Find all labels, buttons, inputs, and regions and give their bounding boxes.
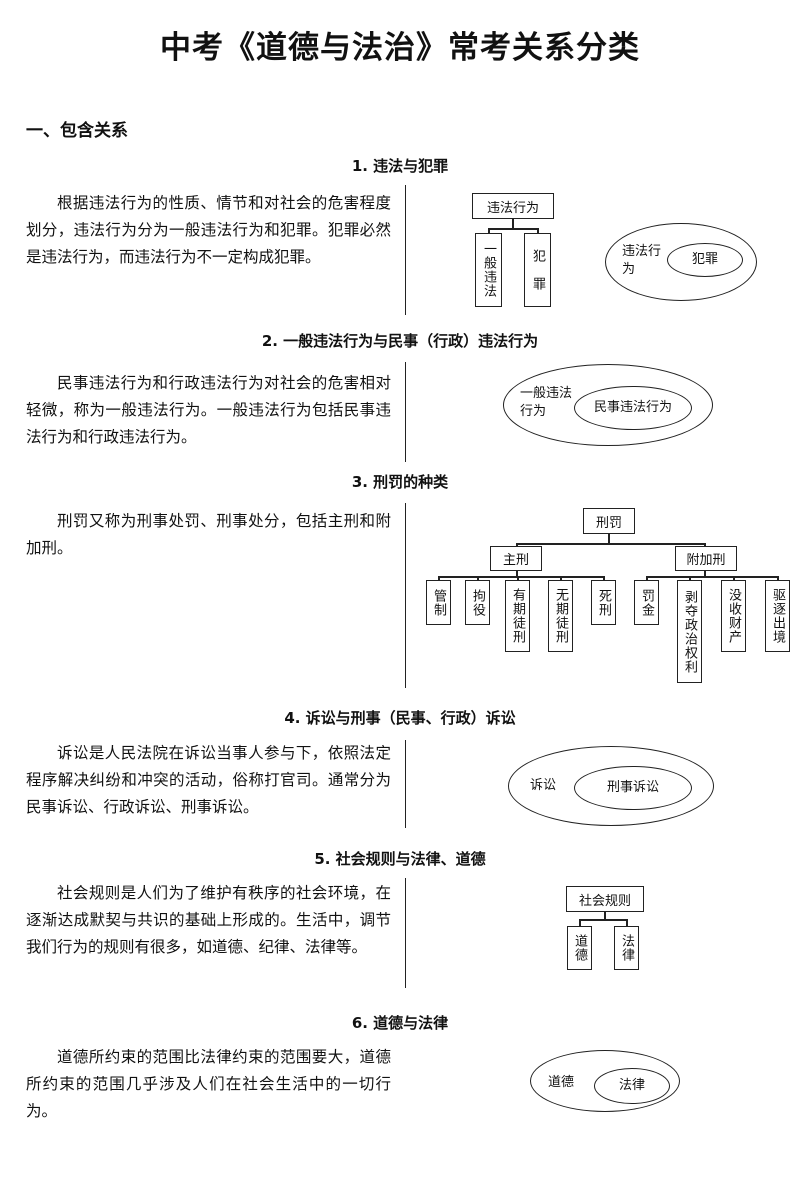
connector [516, 571, 518, 577]
penalty-item-box: 没收财产 [721, 580, 746, 652]
penalty-item-box: 驱逐出境 [765, 580, 790, 652]
tree-child-box: 犯 罪 [524, 233, 551, 307]
connector [604, 912, 606, 920]
section-heading-5: 5. 社会规则与法律、道德 [314, 850, 486, 868]
section-text-2: 民事违法行为和行政违法行为对社会的危害相对轻微，称为一般违法行为。一般违法行为包… [26, 374, 391, 446]
connector [512, 219, 514, 229]
tree-child-box: 一般违法 [475, 233, 502, 307]
section-heading-3: 3. 刑罚的种类 [351, 473, 449, 491]
connector [579, 919, 581, 927]
outer-label: 违法行为 [622, 244, 662, 277]
outer-ellipse [530, 1050, 680, 1112]
outer-label: 诉讼 [530, 778, 557, 793]
connector [689, 576, 691, 581]
outer-label: 一般违法行为 [520, 386, 573, 419]
connector [646, 576, 648, 581]
connector [477, 576, 479, 581]
outer-ellipse [508, 746, 714, 826]
section-text-3: 刑罚又称为刑事处罚、刑事处分，包括主刑和附加刑。 [26, 512, 391, 557]
connector [608, 534, 610, 544]
penalty-item-box: 无期徒刑 [548, 580, 573, 652]
tree-root-box: 社会规则 [566, 886, 644, 912]
outer-label: 道德 [548, 1075, 575, 1090]
connector [517, 576, 519, 581]
section-text-1: 根据违法行为的性质、情节和对社会的危害程度划分，违法行为分为一般违法行为和犯罪。… [26, 194, 391, 266]
outer-ellipse [503, 364, 713, 446]
connector [488, 228, 490, 234]
penalty-item-box: 拘役 [465, 580, 490, 625]
inner-label: 犯罪 [691, 252, 718, 267]
inner-ellipse [574, 766, 692, 810]
penalty-item-box: 剥夺政治权利 [677, 580, 702, 683]
section-text-5: 社会规则是人们为了维护有秩序的社会环境，在逐渐达成默契与共识的基础上形成的。生活… [26, 884, 391, 956]
inner-ellipse [667, 243, 743, 277]
connector [646, 576, 778, 578]
inner-label: 法律 [618, 1078, 645, 1093]
connector [777, 576, 779, 581]
tree-child-box: 道德 [567, 926, 592, 970]
tree-root-box: 违法行为 [472, 193, 554, 219]
connector [626, 919, 628, 927]
inner-label: 民事违法行为 [593, 400, 672, 415]
divider-2 [405, 362, 406, 462]
connector [579, 919, 627, 921]
extra-penalty-box: 附加刑 [675, 546, 737, 571]
connector [516, 543, 705, 545]
section-heading-1: 1. 违法与犯罪 [351, 157, 449, 175]
divider-5 [405, 878, 406, 988]
divider-1 [405, 185, 406, 315]
connector [704, 571, 706, 577]
outer-ellipse [605, 223, 757, 301]
connector [603, 576, 605, 581]
divider-3 [405, 503, 406, 688]
penalty-item-box: 有期徒刑 [505, 580, 530, 652]
part-heading: 一、包含关系 [26, 121, 128, 141]
penalty-item-box: 死刑 [591, 580, 616, 625]
connector [560, 576, 562, 581]
inner-ellipse [594, 1068, 670, 1104]
connector [704, 543, 706, 547]
section-text-6: 道德所约束的范围比法律约束的范围要大，道德所约束的范围几乎涉及人们在社会生活中的… [26, 1048, 391, 1120]
connector [537, 228, 539, 234]
connector [438, 576, 604, 578]
tree-child-box: 法律 [614, 926, 639, 970]
divider-4 [405, 740, 406, 828]
main-penalty-box: 主刑 [490, 546, 542, 571]
section-heading-6: 6. 道德与法律 [351, 1014, 449, 1032]
section-text-4: 诉讼是人民法院在诉讼当事人参与下，依照法定程序解决纠纷和冲突的活动，俗称打官司。… [26, 744, 391, 816]
inner-ellipse [574, 386, 692, 430]
section-heading-4: 4. 诉讼与刑事（民事、行政）诉讼 [284, 709, 516, 727]
penalty-item-box: 管制 [426, 580, 451, 625]
page-title: 中考《道德与法治》常考关系分类 [160, 30, 640, 66]
connector [488, 228, 538, 230]
penalty-item-box: 罚金 [634, 580, 659, 625]
connector [733, 576, 735, 581]
inner-label: 刑事诉讼 [606, 780, 659, 795]
connector [438, 576, 440, 581]
connector [516, 543, 518, 547]
section-heading-2: 2. 一般违法行为与民事（行政）违法行为 [261, 332, 539, 350]
tree-root-box: 刑罚 [583, 508, 635, 534]
